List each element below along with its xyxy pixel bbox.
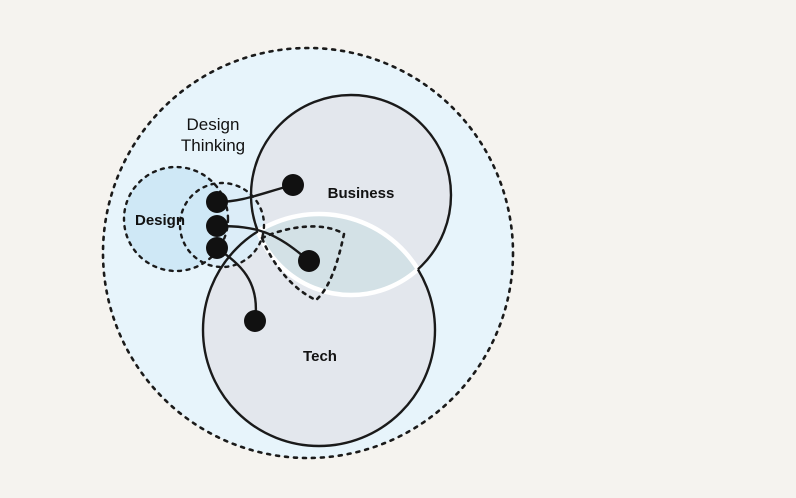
design-label: Design [135, 212, 185, 229]
design-thinking-label-line2: Thinking [181, 136, 245, 155]
node-business[interactable] [282, 174, 304, 196]
node-design-1[interactable] [206, 191, 228, 213]
tech-circle-outline [201, 212, 437, 448]
node-tech[interactable] [244, 310, 266, 332]
business-label: Business [328, 185, 395, 202]
opportunity-region-outline [260, 225, 346, 302]
node-design-3[interactable] [206, 237, 228, 259]
node-group [206, 174, 320, 332]
tech-label: Tech [303, 348, 337, 365]
design-circle-fill [124, 167, 228, 271]
design-secondary-circle-outline [178, 181, 266, 269]
design-circle-outline [122, 165, 230, 273]
node-design-2[interactable] [206, 215, 228, 237]
connector-design-to-overlap [215, 224, 311, 263]
node-overlap[interactable] [298, 250, 320, 272]
design-thinking-label-line1: Design [187, 115, 240, 134]
